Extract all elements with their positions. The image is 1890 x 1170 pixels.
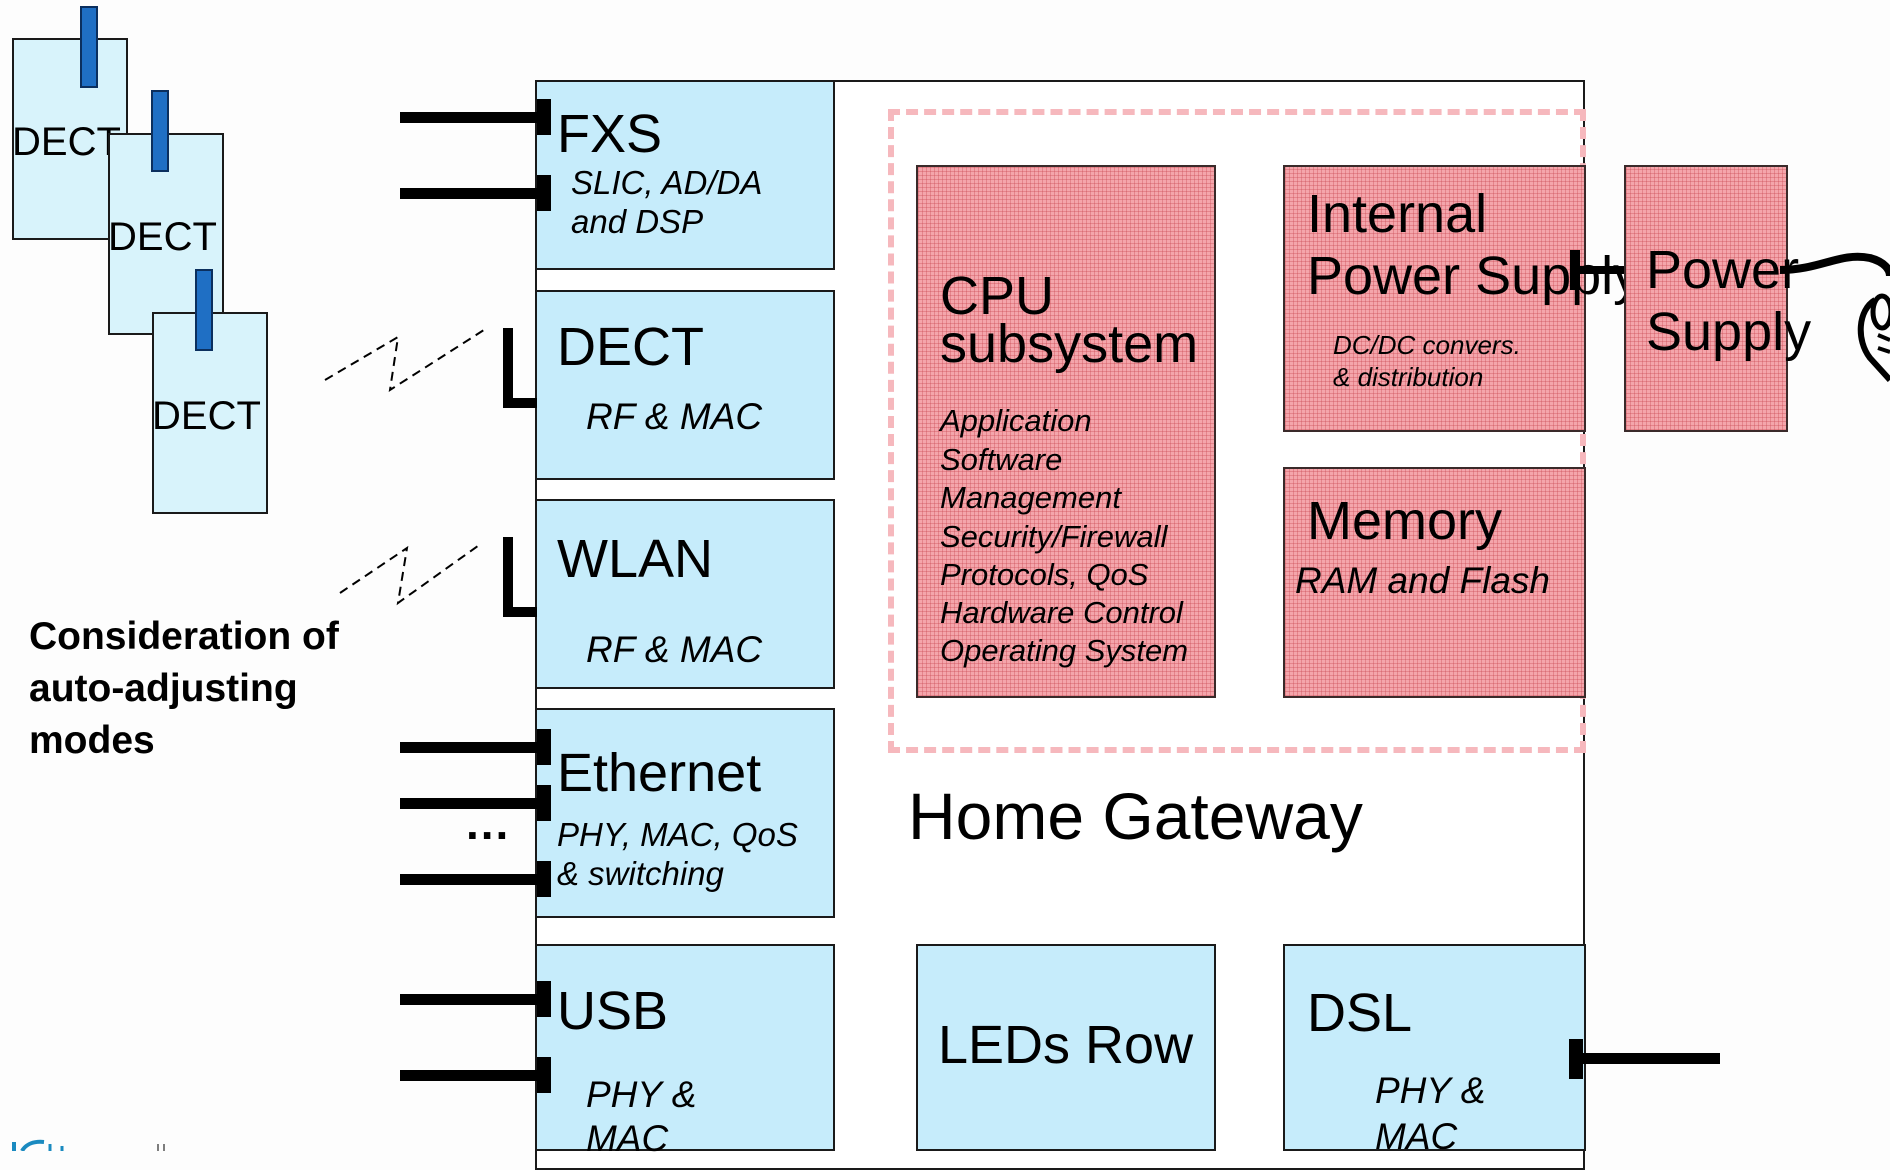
cpu-item: Hardware Control	[940, 595, 1183, 630]
usb-connector-line	[400, 1070, 545, 1081]
logo-fragment-icon	[12, 1139, 165, 1151]
dsl-block: DSL PHY & MAC	[1283, 944, 1586, 1155]
dect-handset-2-clip	[151, 90, 169, 172]
ethernet-title: Ethernet	[557, 743, 762, 803]
usb-line-1: PHY &	[586, 1074, 697, 1115]
wlan-title: WLAN	[557, 529, 714, 589]
dect-handset-2-label: DECT	[108, 215, 217, 259]
psu-title-1: Power	[1646, 240, 1800, 300]
cpu-item: Operating System	[940, 633, 1189, 668]
ethernet-block: Ethernet PHY, MAC, QoS & switching	[535, 708, 835, 918]
fxs-connector-line	[400, 112, 545, 123]
fxs-connector-plug	[537, 175, 551, 211]
ethernet-connector-plug	[537, 729, 551, 765]
dect-handset-3-clip	[195, 269, 213, 351]
wlan-sub: RF & MAC	[586, 629, 763, 670]
leds-row-title: LEDs Row	[938, 1015, 1194, 1075]
dect-title: DECT	[557, 317, 704, 377]
dect-wireless-link	[324, 327, 488, 393]
cpu-title-2: subsystem	[940, 314, 1199, 374]
psu-title-2: Supply	[1646, 302, 1812, 362]
note-line-2: auto-adjusting	[29, 667, 298, 710]
ethernet-line-1: PHY, MAC, QoS	[557, 816, 798, 853]
internal-psu-line-1: DC/DC convers.	[1333, 330, 1521, 360]
cpu-item: Protocols, QoS	[940, 557, 1149, 592]
dsl-line-1: PHY &	[1375, 1070, 1486, 1111]
usb-connector-plug	[537, 1057, 551, 1093]
ethernet-connector-line	[400, 742, 545, 753]
fxs-title: FXS	[557, 104, 663, 164]
leds-row-block: LEDs Row	[916, 944, 1216, 1151]
internal-psu-title-1: Internal	[1307, 184, 1488, 244]
memory-block: Memory RAM and Flash	[1283, 467, 1586, 698]
ethernet-connector-plug	[537, 785, 551, 821]
cpu-subsystem-block: CPU subsystem Application Software Manag…	[916, 165, 1216, 698]
usb-connector-plug	[537, 981, 551, 1017]
ethernet-connector-line	[400, 874, 545, 885]
external-power-supply-block: Power Supply	[1624, 165, 1811, 432]
dect-block: DECT RF & MAC	[535, 290, 835, 480]
cpu-item: Management	[940, 480, 1121, 515]
dect-handset-3-label: DECT	[152, 394, 261, 438]
fxs-connector-plug	[537, 99, 551, 135]
home-gateway-label: Home Gateway	[908, 779, 1363, 853]
wlan-block: WLAN RF & MAC	[535, 499, 835, 689]
memory-sub: RAM and Flash	[1295, 560, 1550, 601]
internal-psu-title-2: Power Supply	[1307, 246, 1641, 306]
dect-antenna-base	[503, 398, 537, 408]
dect-handset-1-clip	[80, 6, 98, 88]
dsl-line-2: MAC	[1375, 1116, 1458, 1157]
cpu-title-1: CPU	[940, 266, 1055, 326]
note-line-1: Consideration of	[29, 615, 339, 658]
ethernet-more-ellipsis: ...	[466, 797, 511, 849]
dect-antenna	[503, 328, 513, 408]
ethernet-connector-plug	[537, 861, 551, 897]
note-line-3: modes	[29, 719, 155, 762]
memory-title: Memory	[1307, 491, 1503, 551]
usb-title: USB	[557, 981, 669, 1041]
mains-plug-icon	[1780, 252, 1890, 383]
power-link-line	[1580, 266, 1624, 274]
usb-connector-line	[400, 994, 545, 1005]
dsl-connector-plug	[1569, 1039, 1583, 1079]
fxs-line-1: SLIC, AD/DA	[571, 164, 763, 201]
dsl-title: DSL	[1307, 983, 1413, 1043]
dsl-connector-line	[1580, 1053, 1720, 1064]
power-link-plug	[1570, 250, 1580, 290]
usb-block: USB PHY & MAC	[535, 944, 835, 1157]
wlan-antenna	[503, 537, 513, 617]
fxs-connector-line	[400, 188, 545, 199]
cpu-item: Software	[940, 442, 1063, 477]
fxs-block: FXS SLIC, AD/DA and DSP	[535, 80, 835, 270]
wlan-wireless-link	[339, 542, 483, 606]
internal-psu-line-2: & distribution	[1333, 362, 1484, 392]
fxs-line-2: and DSP	[571, 203, 704, 240]
wlan-antenna-base	[503, 607, 537, 617]
ethernet-connector-line	[400, 798, 545, 809]
internal-power-supply-block: Internal Power Supply DC/DC convers. & d…	[1283, 165, 1640, 432]
ethernet-line-2: & switching	[557, 855, 724, 892]
cpu-item: Security/Firewall	[940, 519, 1168, 554]
cpu-item: Application	[940, 403, 1092, 438]
dect-sub: RF & MAC	[586, 396, 763, 437]
usb-line-2: MAC	[586, 1118, 669, 1159]
dect-handset-1-label: DECT	[12, 120, 121, 164]
